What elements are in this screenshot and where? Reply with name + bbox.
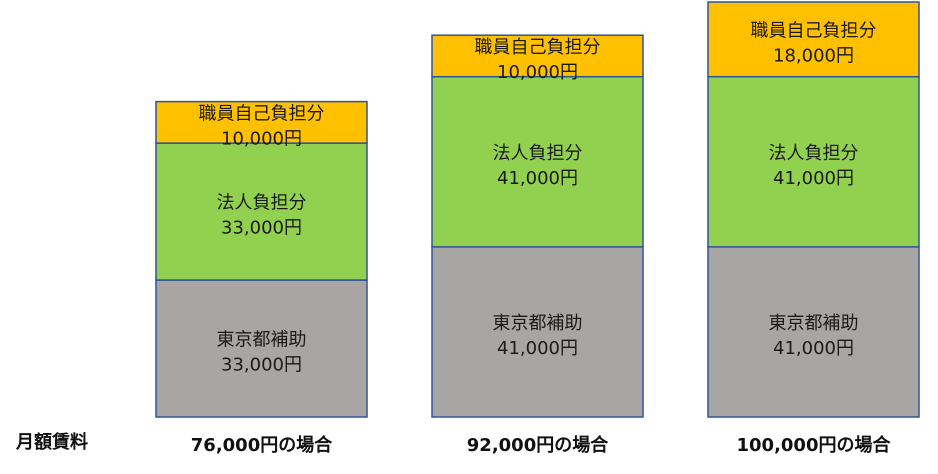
- segment-series-label: 東京都補助: [769, 313, 859, 334]
- segment-value-label: 33,000円: [221, 218, 302, 239]
- segment-series-label: 東京都補助: [217, 330, 307, 351]
- segment-value-label: 41,000円: [773, 168, 854, 189]
- segment-series-label: 職員自己負担分: [475, 37, 601, 58]
- bar-segment: [155, 142, 368, 281]
- row-label-monthly-rent: 月額賃料: [16, 432, 88, 453]
- segment-value-label: 41,000円: [497, 338, 578, 359]
- segment-series-label: 職員自己負担分: [199, 103, 325, 124]
- bar-segment: [707, 75, 920, 248]
- segment-value-label: 18,000円: [773, 45, 854, 66]
- bar-segment: [431, 246, 644, 418]
- category-label: 76,000円の場合: [191, 434, 333, 456]
- bar-segment: [155, 279, 368, 418]
- segment-value-label: 41,000円: [773, 338, 854, 359]
- category-label: 100,000円の場合: [737, 434, 892, 456]
- bar-segment: [431, 34, 644, 78]
- segment-series-label: 職員自己負担分: [751, 20, 877, 41]
- bar-segment: [155, 100, 368, 144]
- segment-series-label: 東京都補助: [493, 313, 583, 334]
- segment-value-label: 33,000円: [221, 355, 302, 376]
- segment-series-label: 法人負担分: [217, 193, 307, 214]
- segment-series-label: 法人負担分: [493, 143, 583, 164]
- category-label: 92,000円の場合: [467, 434, 609, 456]
- bar-segment: [707, 1, 920, 78]
- segment-value-label: 10,000円: [221, 128, 302, 149]
- segment-value-label: 10,000円: [497, 62, 578, 83]
- segment-series-label: 法人負担分: [769, 143, 859, 164]
- segment-value-label: 41,000円: [497, 168, 578, 189]
- bar-segment: [707, 246, 920, 418]
